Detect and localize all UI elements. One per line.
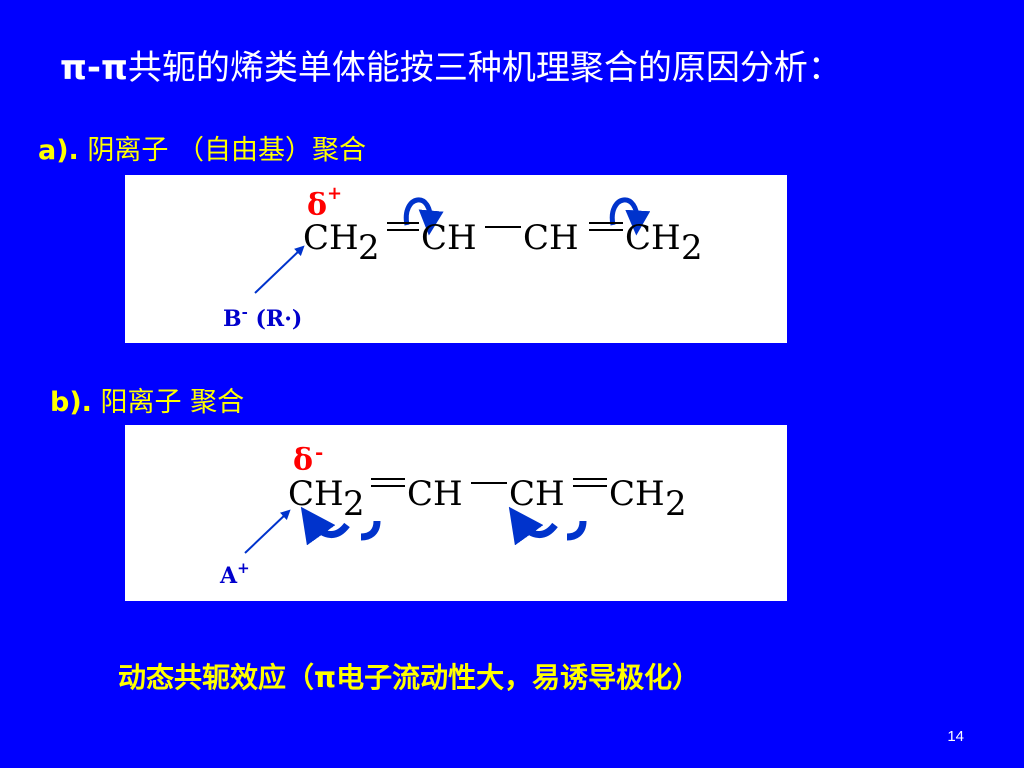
- section-b-label: b). 阳离子 聚合: [50, 380, 244, 419]
- diagram-a-svg: δ + CH 2 CH CH CH 2 B- (R·): [223, 183, 703, 332]
- summary-text: 动态共轭效应（π电子流动性大，易诱导极化）: [118, 661, 701, 694]
- curved-arrow-a2: [609, 197, 651, 236]
- diagram-b-svg: δ - CH 2 CH CH CH 2 A+: [219, 440, 687, 589]
- atom-b3: CH: [509, 474, 565, 514]
- section-a-text: 阴离子 （自由基）聚合: [78, 135, 366, 166]
- atom-a1: CH: [303, 218, 359, 258]
- page-number: 14: [947, 728, 964, 745]
- curved-arrow-b2-tail: [566, 520, 587, 541]
- sub-a2: 2: [681, 228, 703, 268]
- reagent-b: A+: [219, 559, 250, 589]
- delta-a: δ: [307, 188, 327, 223]
- atom-b4: CH: [609, 474, 665, 514]
- reagent-a: B- (R·): [223, 303, 302, 332]
- attack-arrow-b: [244, 509, 291, 554]
- atom-a2: CH: [421, 218, 477, 258]
- diagram-a-box: δ + CH 2 CH CH CH 2 B- (R·): [125, 175, 787, 343]
- sub-a1: 2: [358, 228, 380, 268]
- curved-arrow-a1: [403, 197, 444, 236]
- sub-b2: 2: [665, 484, 687, 524]
- curved-arrow-b2: [508, 506, 558, 546]
- atom-a3: CH: [523, 218, 579, 258]
- section-b-text: 阳离子 聚合: [91, 387, 245, 418]
- reagent-a-sup: -: [242, 303, 248, 321]
- title-rest: 共轭的烯类单体能按三种机理聚合的原因分析：: [127, 48, 842, 88]
- reagent-b-sup: +: [237, 559, 250, 577]
- delta-b: δ: [293, 443, 313, 478]
- diagram-b-box: δ - CH 2 CH CH CH 2 A+: [125, 425, 787, 601]
- reagent-b-letter: A: [219, 563, 238, 589]
- reagent-a-letter: B: [223, 306, 242, 332]
- curved-arrow-b1-tail: [360, 520, 381, 541]
- section-a-letter: a).: [38, 135, 79, 166]
- reagent-a-paren: (R·): [248, 306, 302, 332]
- section-b-letter: b).: [50, 387, 92, 418]
- slide-title: π-π共轭的烯类单体能按三种机理聚合的原因分析：: [60, 40, 842, 89]
- delta-a-sign: +: [327, 183, 342, 204]
- delta-b-sign: -: [315, 440, 323, 464]
- curved-arrow-b1: [300, 506, 350, 546]
- attack-arrow-a: [254, 245, 305, 294]
- title-prefix: π-π: [60, 48, 128, 88]
- atom-b2: CH: [407, 474, 463, 514]
- sub-b1: 2: [343, 484, 365, 524]
- atom-b1: CH: [288, 474, 344, 514]
- atom-a4: CH: [625, 218, 681, 258]
- section-a-label: a). 阴离子 （自由基）聚合: [38, 128, 366, 167]
